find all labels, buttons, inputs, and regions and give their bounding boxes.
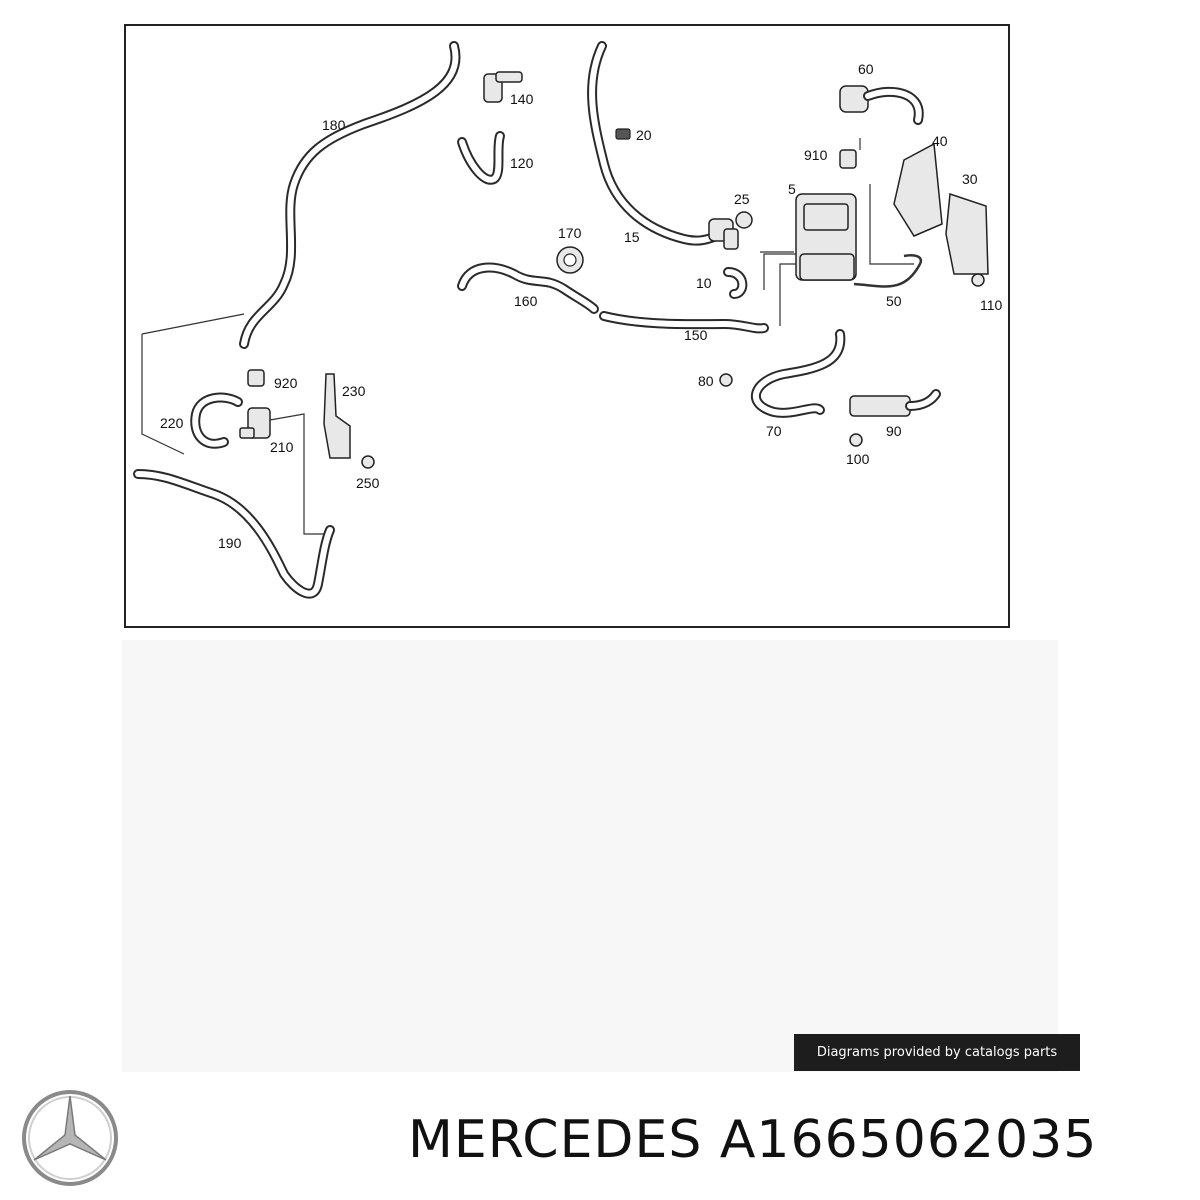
part-40-bracket <box>893 142 943 237</box>
part-160-hose <box>457 262 599 314</box>
part-50-line <box>853 254 923 288</box>
part-30-bracket <box>945 192 989 275</box>
parts-diagram: 5 10 15 20 25 30 40 50 60 70 80 90 100 1… <box>133 41 1003 599</box>
part-190-hose <box>133 469 335 599</box>
callout-30: 30 <box>962 171 978 187</box>
callout-230: 230 <box>342 383 366 399</box>
part-150-hose <box>599 311 769 334</box>
diagram-frame <box>124 24 1010 628</box>
part-140-connector <box>483 71 523 103</box>
callout-20: 20 <box>636 127 652 143</box>
callout-40: 40 <box>932 133 948 149</box>
part-60-hose <box>839 85 924 125</box>
part-number-caption: MERCEDES A1665062035 <box>408 1110 1098 1170</box>
callout-5: 5 <box>788 181 796 197</box>
callout-15: 15 <box>624 229 640 245</box>
callout-10: 10 <box>696 275 712 291</box>
part-110-nut <box>971 273 985 287</box>
callout-150: 150 <box>684 327 708 343</box>
part-920-plug <box>247 369 265 387</box>
mercedes-star-icon <box>22 1090 118 1186</box>
callout-920: 920 <box>274 375 298 391</box>
part-5-heater-unit <box>795 193 857 281</box>
callout-170: 170 <box>558 225 582 241</box>
part-250-nut <box>361 455 375 469</box>
callout-90: 90 <box>886 423 902 439</box>
part-100-nut <box>849 433 863 447</box>
part-210-valve <box>239 407 271 439</box>
part-20-clip <box>615 128 631 140</box>
callout-250: 250 <box>356 475 380 491</box>
part-220-hose <box>190 392 243 449</box>
part-80-nut <box>719 373 733 387</box>
callout-70: 70 <box>766 423 782 439</box>
callout-910: 910 <box>804 147 828 163</box>
part-910-plug <box>839 149 857 169</box>
part-170-seal <box>556 246 584 274</box>
part-120-hose <box>457 131 505 185</box>
callout-120: 120 <box>510 155 534 171</box>
page-background-panel <box>122 640 1058 1072</box>
callout-140: 140 <box>510 91 534 107</box>
leader-lines <box>141 138 914 535</box>
callout-160: 160 <box>514 293 538 309</box>
callout-220: 220 <box>160 415 184 431</box>
callout-100: 100 <box>846 451 870 467</box>
callout-50: 50 <box>886 293 902 309</box>
callout-180: 180 <box>322 117 346 133</box>
callout-80: 80 <box>698 373 714 389</box>
callout-60: 60 <box>858 61 874 77</box>
callout-190: 190 <box>218 535 242 551</box>
part-180-hose <box>239 41 461 349</box>
part-230-bracket <box>323 373 351 459</box>
part-25-seal <box>735 211 753 229</box>
callout-25: 25 <box>734 191 750 207</box>
callout-210: 210 <box>270 439 294 455</box>
part-70-hose <box>750 329 846 418</box>
part-90-valve <box>849 389 941 417</box>
diagram-credit-banner: Diagrams provided by catalogs parts <box>794 1034 1080 1071</box>
part-15-hose <box>587 41 739 250</box>
callout-110: 110 <box>980 297 1003 313</box>
part-10-elbow <box>723 267 748 299</box>
